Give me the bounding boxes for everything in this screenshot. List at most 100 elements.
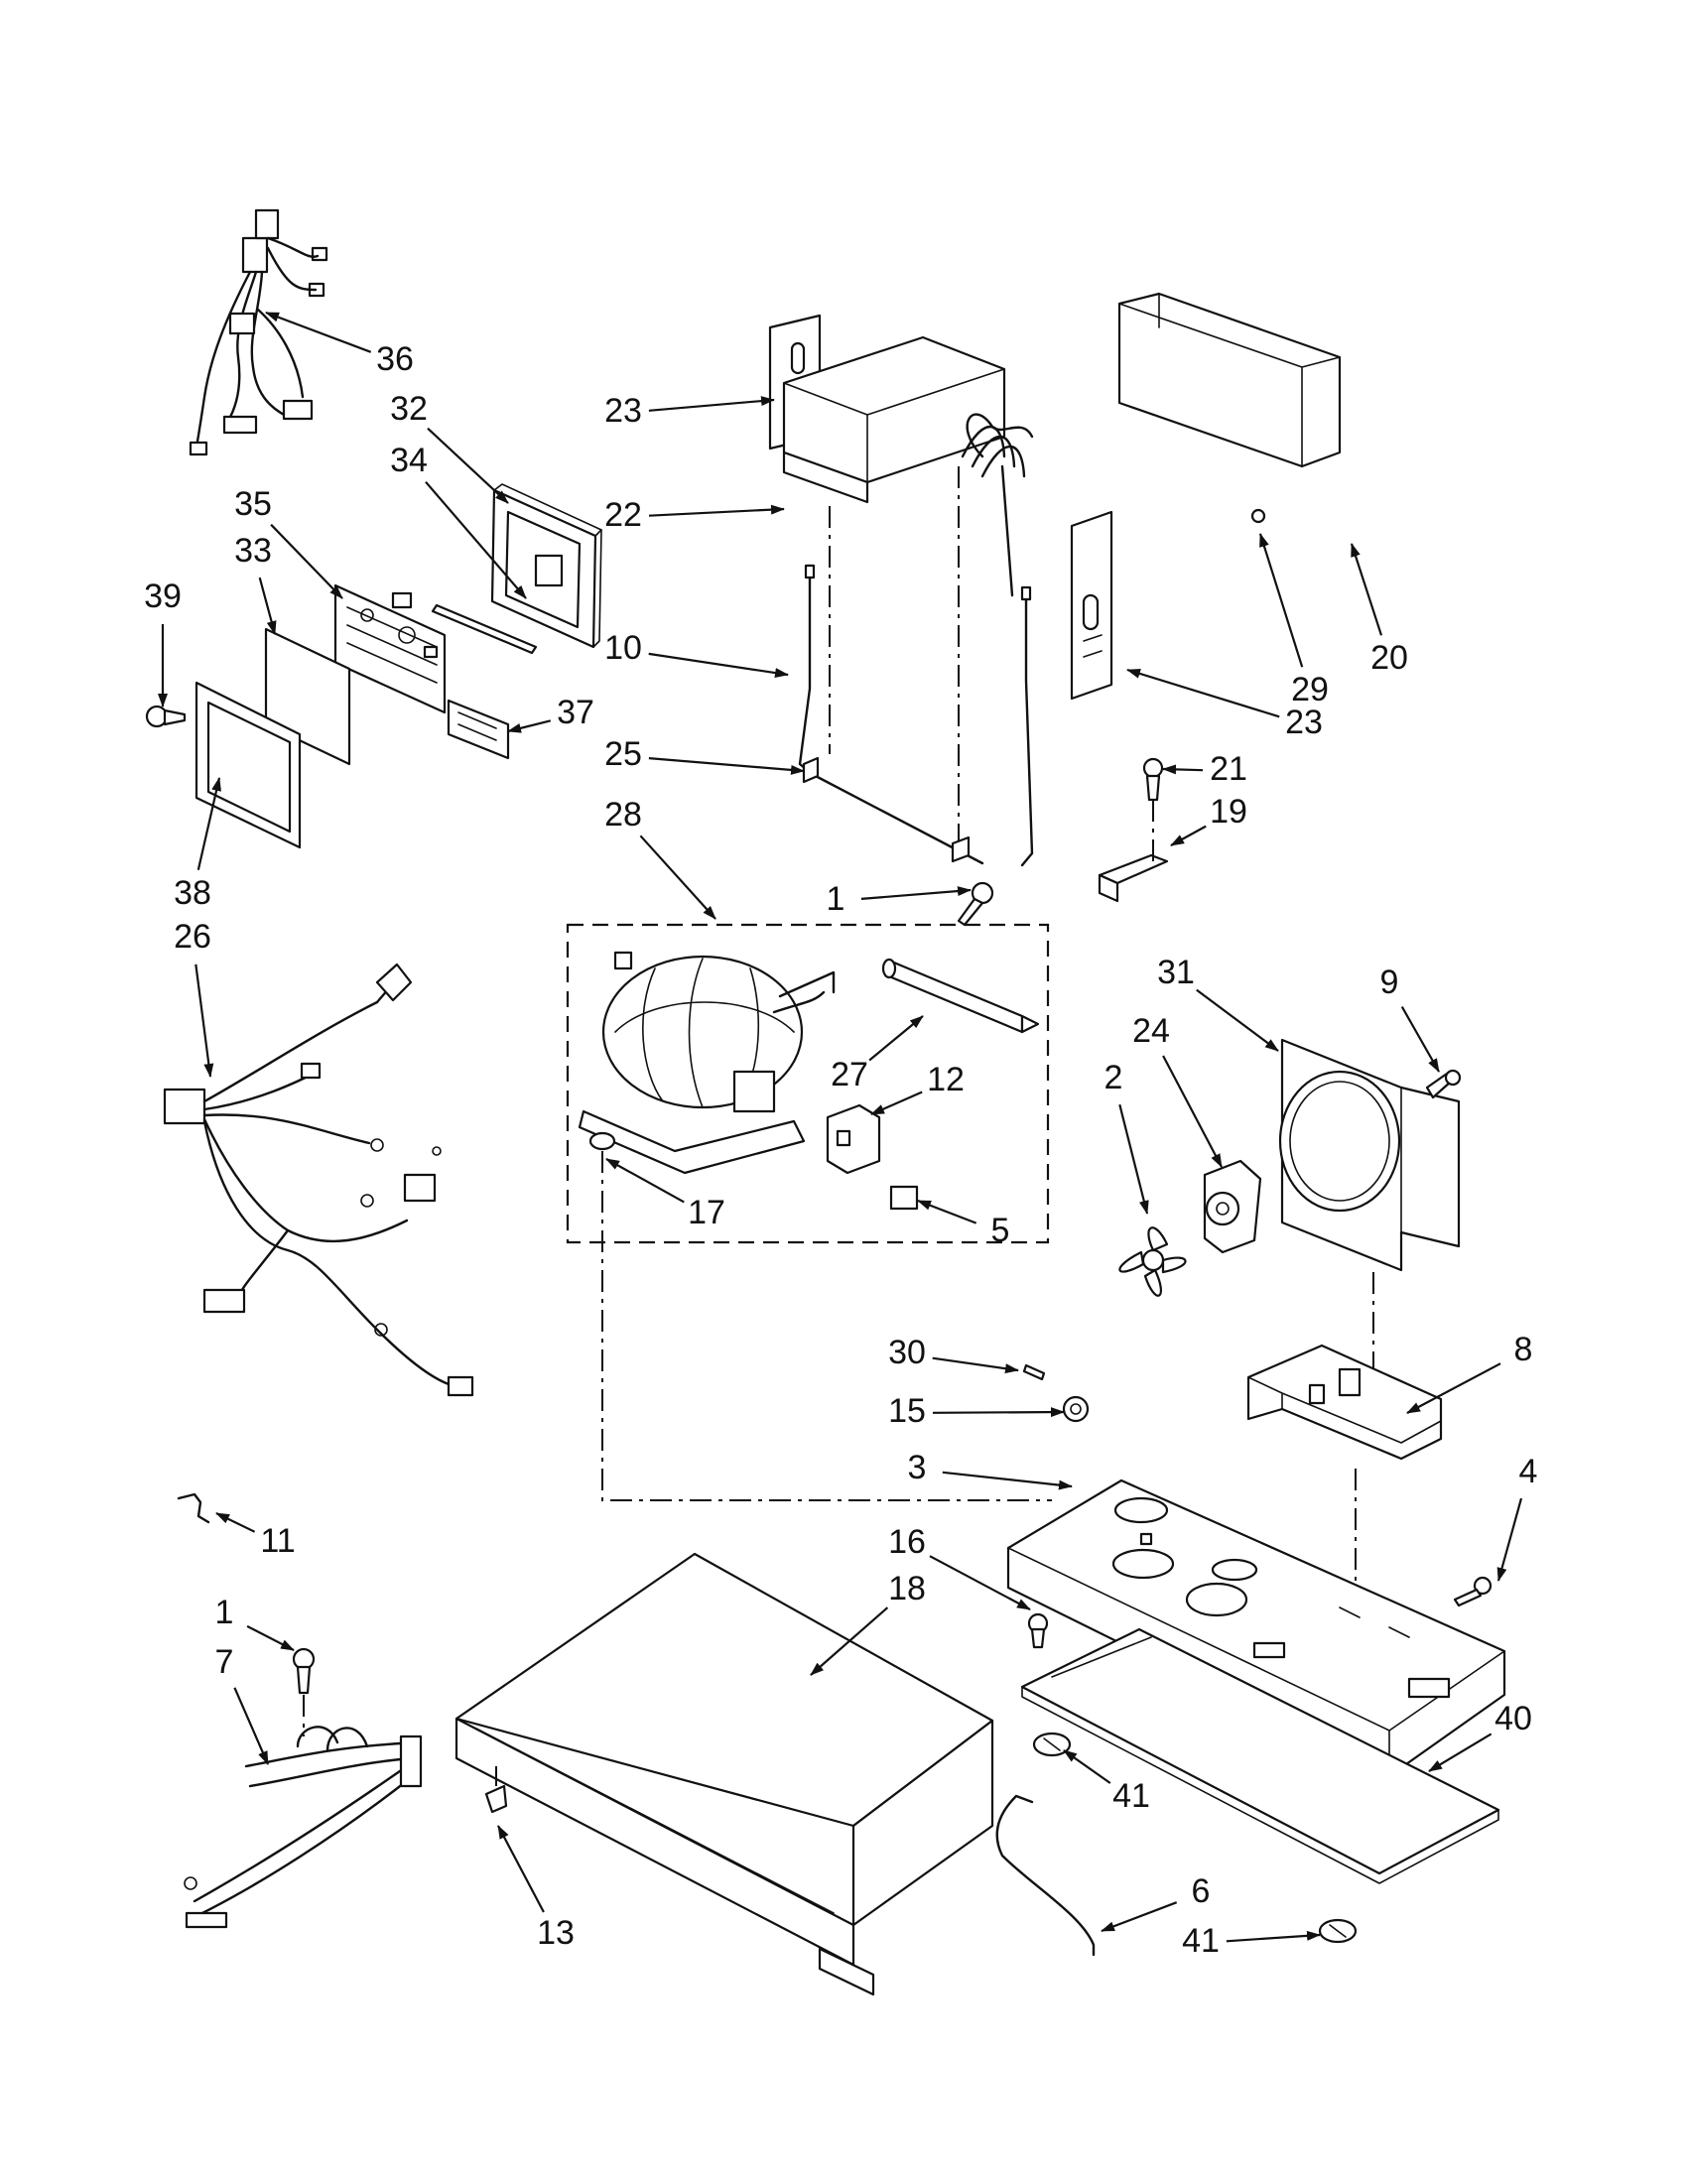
callout-c6: 6	[1192, 1872, 1211, 1910]
screw-39	[145, 705, 187, 728]
callout-c12: 12	[927, 1061, 965, 1098]
leader-c19	[1170, 825, 1207, 846]
fan-shroud-31	[1278, 1038, 1461, 1272]
callout-c30: 30	[888, 1334, 926, 1371]
clip-13	[484, 1784, 508, 1814]
leader-c30	[932, 1356, 1019, 1374]
callout-c9: 9	[1380, 964, 1399, 1001]
leader-c17	[605, 1158, 685, 1204]
callout-c38: 38	[174, 874, 211, 912]
leader-c38	[196, 777, 221, 870]
leader-c25	[648, 757, 805, 775]
leader-c23b	[1126, 668, 1280, 718]
callout-c26: 26	[174, 918, 211, 956]
cover-frame-38	[195, 681, 302, 849]
screw-16	[1027, 1612, 1049, 1649]
leader-c33	[258, 577, 277, 635]
callout-leaders	[158, 311, 1523, 1943]
leader-c21	[1162, 764, 1204, 775]
base-plate-3	[1006, 1478, 1506, 1778]
leader-c1a	[860, 886, 972, 900]
leader-c22	[648, 504, 785, 517]
condenser-18	[454, 1552, 994, 1996]
leader-c41b	[1226, 1930, 1321, 1943]
clip-11	[177, 1492, 210, 1524]
callout-c40: 40	[1494, 1700, 1532, 1737]
callout-c41a: 41	[1112, 1777, 1150, 1815]
callout-c19: 19	[1210, 793, 1247, 831]
wire-harness-36	[189, 208, 328, 456]
bracket-23-right	[1070, 510, 1113, 701]
leader-c6	[1101, 1901, 1178, 1933]
leader-c27	[868, 1015, 924, 1062]
callout-c39: 39	[144, 578, 182, 615]
strip-34	[431, 603, 538, 655]
callout-c18: 18	[888, 1570, 926, 1607]
leader-c18	[810, 1606, 889, 1676]
leader-c9	[1400, 1006, 1440, 1073]
leader-c16	[929, 1555, 1031, 1610]
callout-c37: 37	[557, 694, 594, 731]
callout-c17: 17	[688, 1194, 725, 1231]
overload-5	[889, 1185, 919, 1211]
leader-c34	[425, 480, 527, 599]
callout-c29: 29	[1291, 671, 1329, 708]
callout-c27: 27	[831, 1056, 868, 1093]
callout-c7: 7	[215, 1643, 234, 1681]
callout-c11: 11	[260, 1522, 295, 1560]
screw-9	[1425, 1069, 1462, 1099]
heater-10	[798, 564, 1034, 867]
callout-c33: 33	[234, 532, 272, 570]
callout-c16: 16	[888, 1523, 926, 1561]
callout-c10: 10	[604, 629, 642, 667]
leader-c1b	[246, 1624, 295, 1651]
cover-20	[1117, 292, 1342, 468]
leader-c23a	[648, 396, 775, 412]
cover-40	[1020, 1627, 1500, 1884]
callout-c20: 20	[1370, 639, 1408, 677]
pin-30	[1022, 1363, 1046, 1381]
foot-41-upper	[1032, 1732, 1072, 1757]
callout-c3: 3	[908, 1449, 927, 1486]
leader-c26	[195, 964, 214, 1078]
screw-4	[1453, 1576, 1493, 1607]
bracket-25	[802, 756, 820, 784]
callout-c1a: 1	[827, 880, 845, 918]
relay-12	[826, 1103, 881, 1175]
evaporator-22	[782, 335, 1034, 597]
callout-c23b: 23	[1285, 704, 1323, 741]
callout-c4: 4	[1519, 1453, 1538, 1490]
callout-c34: 34	[390, 442, 428, 479]
control-housing-32	[490, 483, 602, 649]
callout-c23a: 23	[604, 392, 642, 430]
leader-c41a	[1063, 1749, 1111, 1784]
compressor-28	[578, 951, 836, 1175]
leader-c28	[639, 835, 716, 920]
leader-c4	[1496, 1497, 1523, 1582]
leader-c35	[270, 523, 343, 599]
screw-21	[1142, 757, 1164, 802]
leader-c24	[1162, 1055, 1223, 1168]
main-harness-26	[163, 963, 474, 1397]
fan-blade-2	[1118, 1226, 1187, 1297]
grommet-17	[588, 1131, 616, 1151]
callout-c24: 24	[1132, 1012, 1170, 1050]
leader-c2	[1118, 1103, 1149, 1215]
drier-27	[881, 958, 1040, 1034]
callout-c21: 21	[1210, 750, 1247, 788]
leader-c36	[265, 311, 372, 353]
screw-29	[1250, 508, 1266, 524]
callout-c41b: 41	[1182, 1922, 1220, 1960]
leader-c11	[215, 1512, 256, 1533]
callout-c36: 36	[376, 340, 414, 378]
callout-c1b: 1	[215, 1594, 234, 1631]
callout-c13: 13	[537, 1914, 575, 1952]
callout-c28: 28	[604, 796, 642, 834]
leader-c15	[932, 1407, 1065, 1418]
leader-c3	[942, 1471, 1073, 1490]
callout-c32: 32	[390, 390, 428, 428]
screw-1-upper	[957, 881, 994, 927]
leader-c40	[1428, 1733, 1493, 1772]
foot-41-lower	[1318, 1918, 1358, 1944]
